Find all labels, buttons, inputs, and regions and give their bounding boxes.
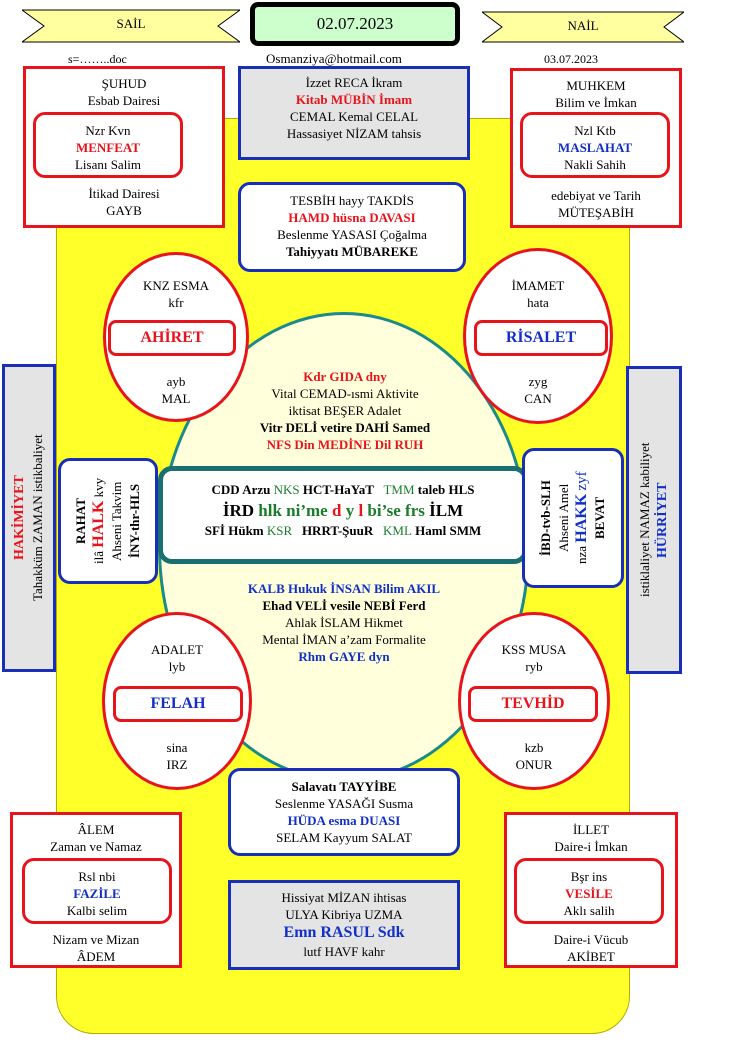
date-box: 02.07.2023 (250, 2, 460, 46)
right-side-title: HÜRRİYET (655, 482, 670, 558)
right-inner-box: İBD-tvb-SLH Ahseni Amel nza HAKK zyf BEV… (522, 448, 624, 588)
corner-top-right-inner: Nzl Ktb MASLAHAT Nakli Sahih (520, 112, 670, 178)
center-band-row-1: CDD Arzu NKS HCT-HaYaT TMM taleb HLS (211, 482, 475, 497)
right-side-sub: istiklaliyet NAMAZ kabiliyet (637, 442, 652, 598)
left-ribbon-banner (22, 9, 240, 43)
date-text: 02.07.2023 (316, 14, 394, 33)
label-tevhid: TEVHİD (468, 686, 598, 722)
center-bottom-text: KALB Hukuk İNSAN Bilim AKIL Ehad VELİ ve… (247, 581, 441, 664)
doc-label: s=……..doc (68, 52, 127, 66)
center-band (158, 466, 528, 564)
bottom-box-2: Hissiyat MİZAN ihtisas ULYA Kibriya UZMA… (228, 880, 460, 970)
bottom-box-1: Salavatı TAYYİBE Seslenme YASAĞI Susma H… (228, 768, 460, 856)
center-band-row-2: İRD hlk ni’me d y l bi’se frs İLM (222, 501, 464, 520)
left-banner-label: SAİL (116, 16, 146, 31)
center-band-row-3: SFİ Hükm KSR HRRT-ŞuuR KML Haml SMM (204, 523, 482, 538)
label-felah: FELAH (113, 686, 243, 722)
left-side-title: HAKİMİYET (12, 475, 27, 561)
right-side-panel: istiklaliyet NAMAZ kabiliyet HÜRRİYET (626, 366, 682, 674)
right-banner-label: NAİL (567, 18, 599, 33)
top-box-2: TESBİH hayy TAKDİS HAMD hüsna DAVASI Bes… (238, 182, 466, 272)
right-date-label: 03.07.2023 (544, 52, 598, 66)
left-side-sub: Tahakküm ZAMAN istikbaliyet (30, 434, 45, 602)
email-label: Osmanziya@hotmail.com (266, 51, 402, 66)
label-risalet: RİSALET (474, 320, 608, 356)
center-top-text: Kdr GIDA dny Vital CEMAD-ısmi Aktivite i… (259, 369, 431, 452)
left-side-panel: HAKİMİYET Tahakküm ZAMAN istikbaliyet (2, 364, 56, 672)
top-box-1: İzzet RECA İkram Kitab MÜBİN İmam CEMAL … (238, 66, 470, 160)
corner-top-left-inner: Nzr Kvn MENFEAT Lisanı Salim (33, 112, 183, 178)
left-inner-box: RAHAT ilâ HALK kvy Ahseni Takvim İNY-thr… (58, 458, 158, 584)
corner-bottom-right-inner: Bşr ins VESİLE Aklı salih (514, 858, 664, 924)
corner-bottom-left-inner: Rsl nbi FAZİLE Kalbi selim (22, 858, 172, 924)
label-ahiret: AHİRET (108, 320, 236, 356)
right-ribbon-banner (482, 11, 684, 43)
